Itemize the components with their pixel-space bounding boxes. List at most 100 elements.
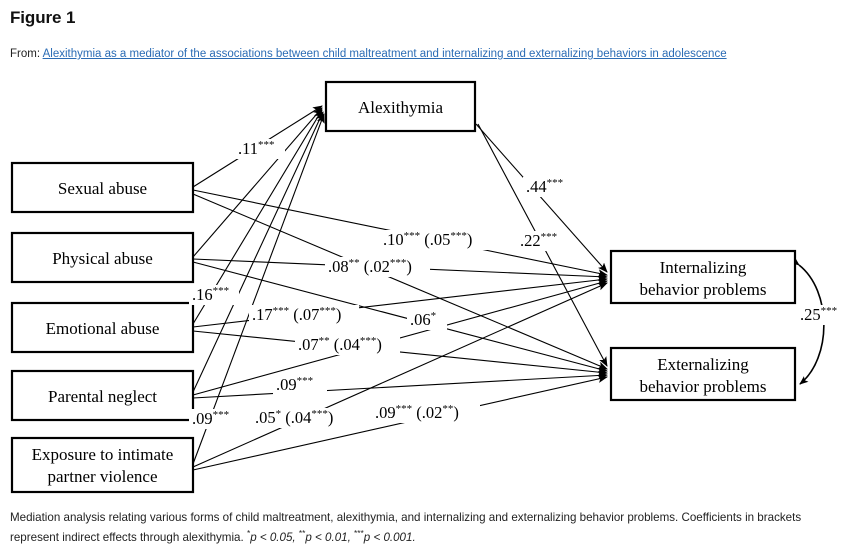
path-ipv-to-alexithymia <box>192 113 325 465</box>
coef-sig-c8: ** <box>319 335 330 347</box>
node-parental-neglect[interactable]: Parental neglect <box>10 369 195 422</box>
svg-text:.11***: .11*** <box>238 139 275 158</box>
coef-bracket-c12: (.04 <box>285 408 311 427</box>
svg-text:.25***: .25*** <box>800 305 837 324</box>
node-label-internalizing-line1: Internalizing <box>660 258 747 277</box>
node-sexual-abuse[interactable]: Sexual abuse <box>10 161 195 214</box>
svg-text:.09***: .09*** <box>276 375 313 394</box>
node-emotional-abuse[interactable]: Emotional abuse <box>10 301 195 354</box>
svg-text:.22***: .22*** <box>520 231 557 250</box>
node-label-sexual-abuse: Sexual abuse <box>58 179 147 198</box>
node-label-emotional-abuse: Emotional abuse <box>46 319 160 338</box>
path-physical-to-externalizing <box>192 261 608 373</box>
coef-sig-c14: *** <box>821 305 838 317</box>
node-externalizing[interactable]: Externalizing behavior problems <box>609 346 797 402</box>
coef-emotional-internalizing: .17*** (.07***) <box>249 305 359 325</box>
node-internalizing[interactable]: Internalizing behavior problems <box>609 249 797 305</box>
coef-sig-c3: *** <box>541 231 558 243</box>
path-neglect-to-externalizing <box>192 371 608 399</box>
coef-value-c2: .44 <box>526 177 547 196</box>
path-ipv-to-internalizing <box>192 282 608 468</box>
coef-bracket-sig-c4: *** <box>450 230 467 242</box>
coef-bracket-c13: (.02 <box>416 403 442 422</box>
source-article-link[interactable]: Alexithymia as a mediator of the associa… <box>42 48 727 60</box>
coef-physical-externalizing: .06* <box>407 310 447 330</box>
caption-sig3-text: p < 0.001. <box>363 531 416 545</box>
caption-sig1-text: p < 0.05, <box>250 531 299 545</box>
node-label-parental-neglect: Parental neglect <box>48 387 157 406</box>
node-label-alexithymia: Alexithymia <box>358 98 443 117</box>
node-label-physical-abuse: Physical abuse <box>52 249 153 268</box>
figure-diagram: Sexual abuse Physical abuse Emotional ab… <box>0 66 852 498</box>
node-ipv[interactable]: Exposure to intimate partner violence <box>10 436 195 494</box>
svg-text:.06*: .06* <box>410 310 436 329</box>
svg-text:.09*** (.02**): .09*** (.02**) <box>375 403 459 422</box>
coef-sig-c4: *** <box>404 230 421 242</box>
coef-sig-c11: *** <box>213 409 230 421</box>
coef-sig-c6: *** <box>213 285 230 297</box>
node-label-externalizing-line2: behavior problems <box>640 377 767 396</box>
from-label: From: <box>10 48 41 60</box>
svg-text:.07** (.04***): .07** (.04***) <box>298 335 382 354</box>
coef-bracket-sig-c13: ** <box>442 403 453 415</box>
svg-text:.17*** (.07***): .17*** (.07***) <box>252 305 341 324</box>
node-label-ipv-line2: partner violence <box>48 467 158 486</box>
coef-sig-c5: ** <box>349 257 360 269</box>
svg-text:.05* (.04***): .05* (.04***) <box>255 408 333 427</box>
svg-text:.09***: .09*** <box>192 409 229 428</box>
coef-alexithymia-internalizing: .44*** <box>523 177 573 197</box>
coef-ipv-externalizing: .09*** (.02**) <box>372 403 480 423</box>
coef-bracket-sig-c12: *** <box>311 408 328 420</box>
coef-sig-c10: *** <box>297 375 314 387</box>
coef-bracket-sig-c7: *** <box>319 305 336 317</box>
path-neglect-to-alexithymia <box>192 111 324 393</box>
svg-text:.08** (.02***): .08** (.02***) <box>328 257 412 276</box>
coef-neglect-externalizing: .09*** <box>273 375 327 395</box>
coef-bracket-c7: (.07 <box>293 305 319 324</box>
coef-value-c3: .22 <box>520 231 541 250</box>
coef-value-c7: .17 <box>252 305 273 324</box>
coef-value-c9: .06 <box>410 310 431 329</box>
coef-value-c13: .09 <box>375 403 396 422</box>
page-title: Figure 1 <box>10 8 76 27</box>
coef-sexual-externalizing: .08** (.02***) <box>325 257 430 277</box>
coef-sig-c12: * <box>276 408 282 420</box>
coef-sig-c7: *** <box>273 305 290 317</box>
caption-line-1: Mediation analysis relating various form… <box>10 511 802 524</box>
coef-correlation: .25*** <box>797 305 849 325</box>
coef-bracket-sig-c8: *** <box>360 335 377 347</box>
figure-caption: Mediation analysis relating various form… <box>10 508 842 549</box>
node-label-internalizing-line2: behavior problems <box>640 280 767 299</box>
coef-value-c6: .16 <box>192 285 213 304</box>
node-label-externalizing-line1: Externalizing <box>657 355 749 374</box>
coef-sig-c2: *** <box>547 177 564 189</box>
caption-sig3-star: *** <box>354 528 364 539</box>
coef-value-c8: .07 <box>298 335 319 354</box>
coef-value-c11: .09 <box>192 409 213 428</box>
path-ipv-to-externalizing <box>192 375 608 471</box>
coef-sexual-internalizing: .10*** (.05***) <box>380 230 488 250</box>
svg-text:.16***: .16*** <box>192 285 229 304</box>
figure-source: From: Alexithymia as a mediator of the a… <box>10 48 727 60</box>
path-sexual-to-externalizing <box>192 193 608 370</box>
coef-bracket-sig-c5: *** <box>390 257 407 269</box>
caption-line-2: represent indirect effects through alexi… <box>10 531 247 545</box>
node-boxes: Sexual abuse Physical abuse Emotional ab… <box>10 80 797 494</box>
node-alexithymia[interactable]: Alexithymia <box>324 80 477 133</box>
coef-bracket-c8: (.04 <box>334 335 360 354</box>
coef-value-c5: .08 <box>328 257 349 276</box>
node-label-ipv-line1: Exposure to intimate <box>32 445 174 464</box>
coef-ipv-internalizing: .05* (.04***) <box>252 408 349 428</box>
caption-sig2-text: p < 0.01, <box>305 531 355 545</box>
coef-ipv-alexithymia: .09*** <box>189 409 241 429</box>
coef-emotional-alexithymia: .16*** <box>189 285 239 305</box>
path-alexithymia-to-internalizing <box>475 123 608 273</box>
caption-sig1-star: * <box>246 528 251 539</box>
node-physical-abuse[interactable]: Physical abuse <box>10 231 195 284</box>
coef-value-c12: .05 <box>255 408 276 427</box>
coef-value-c10: .09 <box>276 375 297 394</box>
coef-sig-c13: *** <box>396 403 413 415</box>
coef-bracket-c5: (.02 <box>364 257 390 276</box>
coef-bracket-c4: (.05 <box>424 230 450 249</box>
svg-text:.44***: .44*** <box>526 177 563 196</box>
